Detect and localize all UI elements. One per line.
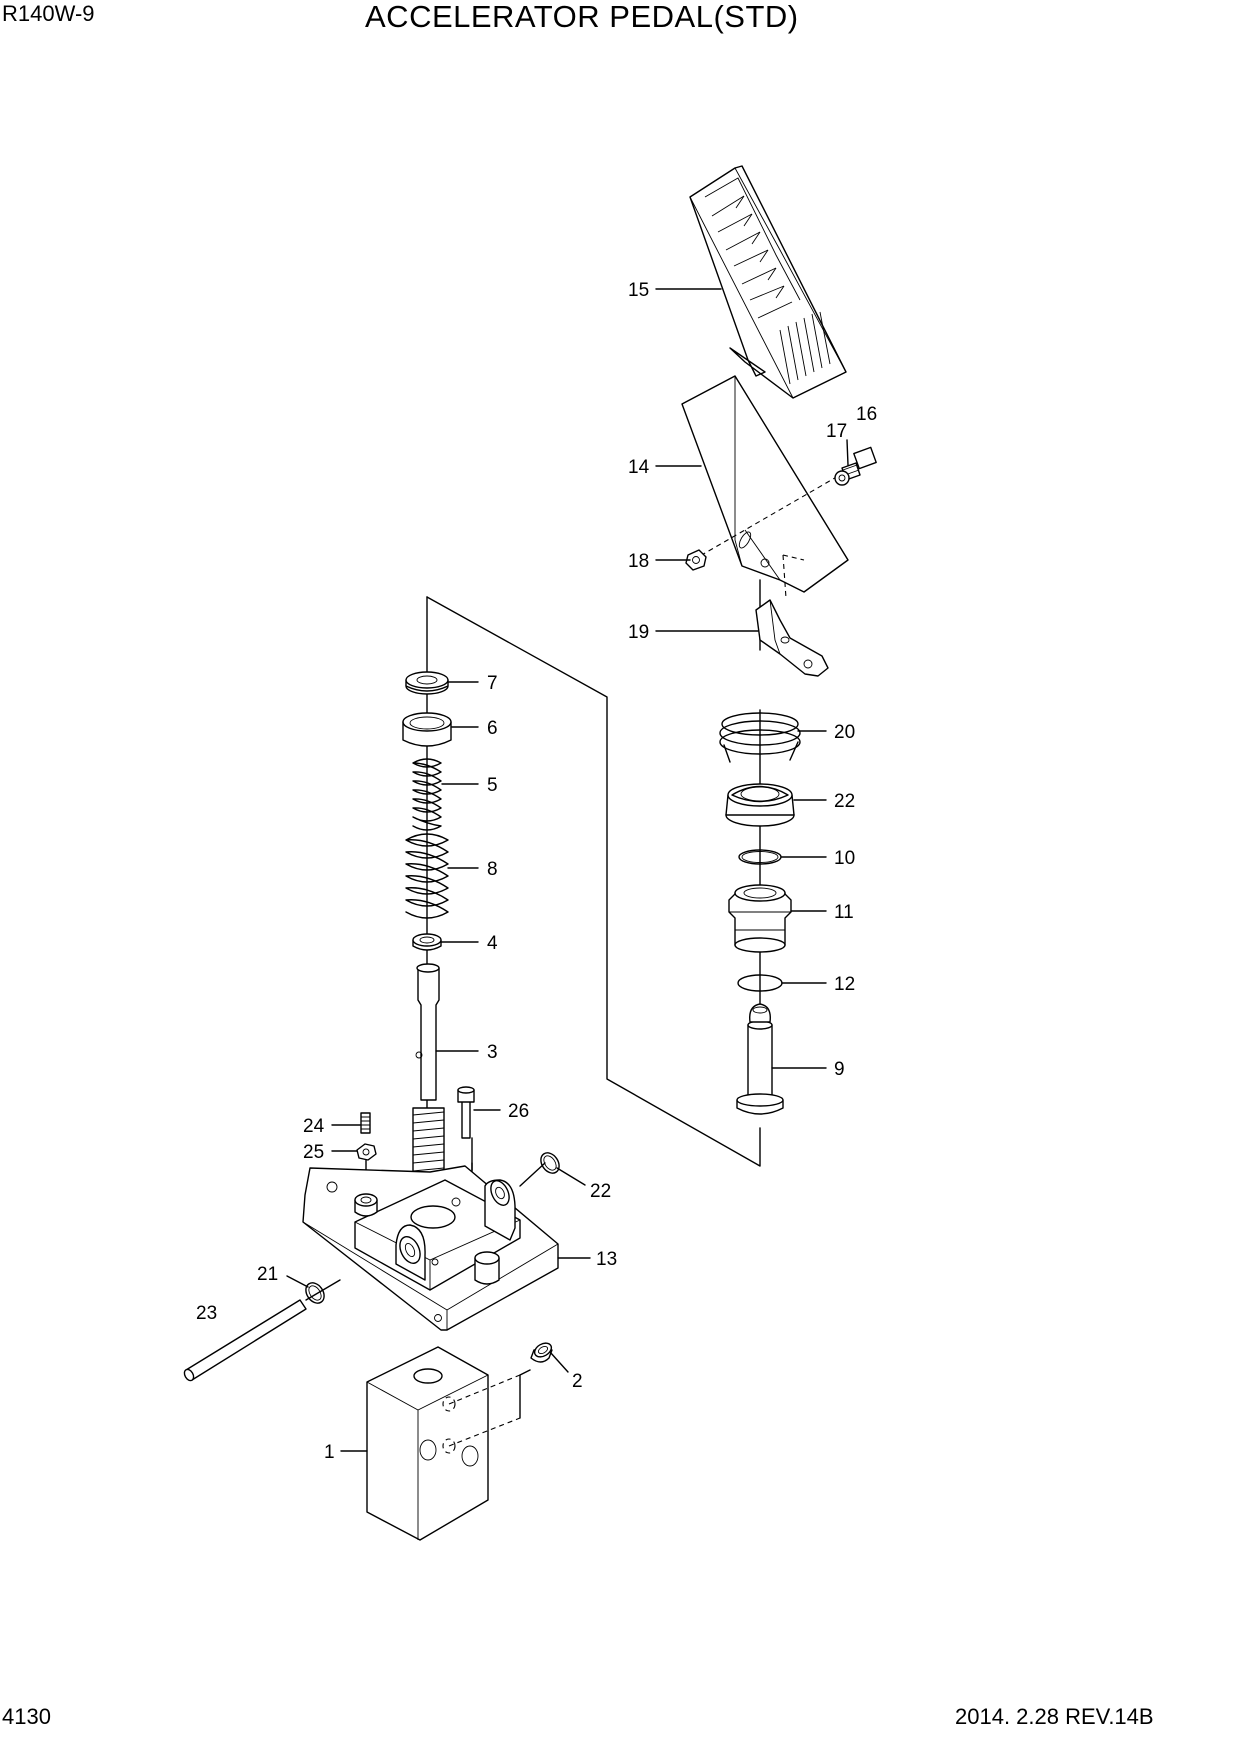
part-22-snap-ring-left [305, 1282, 325, 1304]
callout-10: 10 [834, 848, 855, 869]
callout-21: 23 [196, 1303, 217, 1324]
part-14-pedal-bracket [681, 375, 849, 599]
part-20-return-spring [719, 712, 801, 763]
part-9-plunger [736, 1003, 784, 1115]
part-4-washer [412, 933, 442, 951]
part-5-inner-spring [412, 758, 442, 831]
model-code: R140W-9 [2, 1, 95, 26]
callout-19: 19 [628, 622, 649, 643]
page-number: 4130 [2, 1704, 51, 1729]
part-7-washer [405, 671, 449, 695]
part-22-snap-ring-right [540, 1152, 560, 1174]
parts-24-25-set-screw-nut [356, 1112, 377, 1191]
callout-15: 15 [628, 280, 649, 301]
callout-24: 24 [303, 1116, 325, 1137]
callout-3: 3 [487, 1042, 498, 1063]
callout-labels: 15 14 18 19 16 17 7 6 5 8 4 3 20 22 10 1… [196, 280, 877, 1463]
callout-11: 11 [834, 902, 854, 923]
part-6-retainer [402, 712, 452, 747]
callout-5: 5 [487, 775, 498, 796]
callout-4: 4 [487, 933, 498, 954]
callout-25: 25 [303, 1142, 324, 1163]
callout-leader-lines [286, 288, 849, 1452]
callout-22-right: 22 [590, 1181, 611, 1202]
callout-13: 13 [596, 1249, 617, 1270]
callout-16: 16 [856, 404, 877, 425]
part-2-plug [530, 1342, 553, 1363]
part-8-outer-spring [405, 833, 449, 919]
part-11-bushing [728, 884, 792, 953]
callout-22-left: 21 [257, 1264, 278, 1285]
callout-1: 1 [324, 1442, 335, 1463]
part-1-valve-body [366, 1346, 531, 1541]
callout-6: 6 [487, 718, 498, 739]
callout-8: 8 [487, 859, 498, 880]
page-title: ACCELERATOR PEDAL(STD) [365, 0, 799, 34]
callout-9: 9 [834, 1059, 845, 1080]
callout-18: 18 [628, 551, 649, 572]
part-13-base-plate [302, 1165, 559, 1331]
part-3-push-rod [412, 963, 445, 1187]
callout-14: 14 [628, 457, 650, 478]
part-21-pin [183, 1279, 341, 1382]
part-26-cap-screw [457, 1086, 475, 1171]
callout-26: 26 [508, 1101, 529, 1122]
callout-2: 2 [572, 1371, 583, 1392]
part-23-boot [725, 783, 795, 827]
callout-23: 22 [834, 791, 855, 812]
parts-16-17-18-fasteners [685, 446, 877, 571]
callout-7: 7 [487, 673, 498, 694]
callout-17: 17 [826, 421, 847, 442]
part-15-pedal-pad [689, 165, 847, 399]
callout-12: 12 [834, 974, 855, 995]
callout-20: 20 [834, 722, 855, 743]
revision-date: 2014. 2.28 REV.14B [955, 1704, 1154, 1729]
part-19-cam-lever [755, 599, 829, 677]
